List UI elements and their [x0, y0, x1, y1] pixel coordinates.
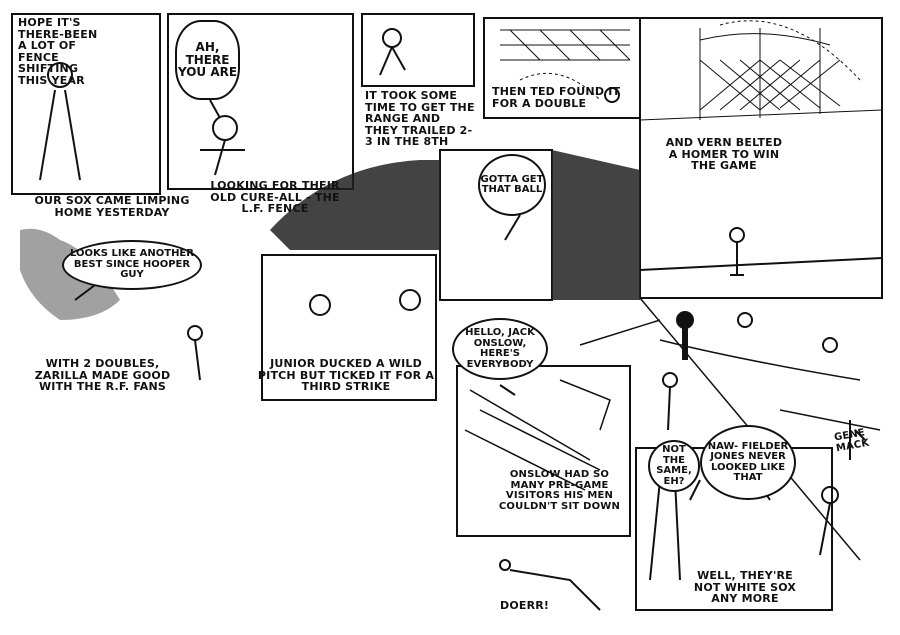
- caption-fence-shifting: HOPE IT'S THERE-BEEN A LOT OF FENCE SHIF…: [18, 16, 98, 87]
- caption-looking-for: LOOKING FOR THEIR OLD CURE-ALL - THE L.F…: [210, 179, 340, 216]
- panel-junior: [261, 254, 437, 401]
- caption-then-ted: THEN TED FOUND IT FOR A DOUBLE: [492, 85, 621, 110]
- bubble-gotta-get: GOTTA GET THAT BALL: [478, 154, 546, 216]
- left-field-fence: [639, 20, 883, 271]
- caption-junior: JUNIOR DUCKED A WILD PITCH BUT TICKED IT…: [257, 357, 435, 394]
- panel-trailed: [361, 13, 475, 87]
- panel-fence-shifting: [11, 13, 161, 195]
- panel-ah-there: [167, 13, 354, 190]
- bubble-not-same: NOT THE SAME, EH?: [648, 440, 700, 492]
- caption-zarilla: WITH 2 DOUBLES, ZARILLA MADE GOOD WITH T…: [34, 357, 171, 394]
- caption-limping: OUR SOX CAME LIMPING HOME YESTERDAY: [34, 194, 190, 219]
- bubble-nawfielder: NAW- FIELDER JONES NEVER LOOKED LIKE THA…: [700, 425, 796, 500]
- ted-panel-mesh: [500, 29, 631, 101]
- bubble-ah-there: AH, THERE YOU ARE: [175, 20, 240, 100]
- signature-mark: [849, 420, 866, 460]
- panel-vern-homer: [639, 17, 883, 299]
- caption-vern: AND VERN BELTED A HOMER TO WIN THE GAME: [665, 136, 783, 173]
- caption-onslow: ONSLOW HAD SO MANY PRE-GAME VISITORS HIS…: [498, 469, 621, 512]
- bubble-hooper: LOOKS LIKE ANOTHER BEST SINCE HOOPER GUY: [62, 240, 202, 290]
- bubble-hello-jack: HELLO, JACK ONSLOW, HERE'S EVERYBODY: [452, 318, 548, 380]
- crowd-stands: [20, 150, 640, 320]
- caption-doerr: DOERR!: [500, 599, 550, 612]
- figures: [39, 28, 839, 611]
- caption-took-time: IT TOOK SOME TIME TO GET THE RANGE AND T…: [365, 89, 475, 149]
- caption-white-sox: WELL, THEY'RE NOT WHITE SOX ANY MORE: [693, 569, 797, 606]
